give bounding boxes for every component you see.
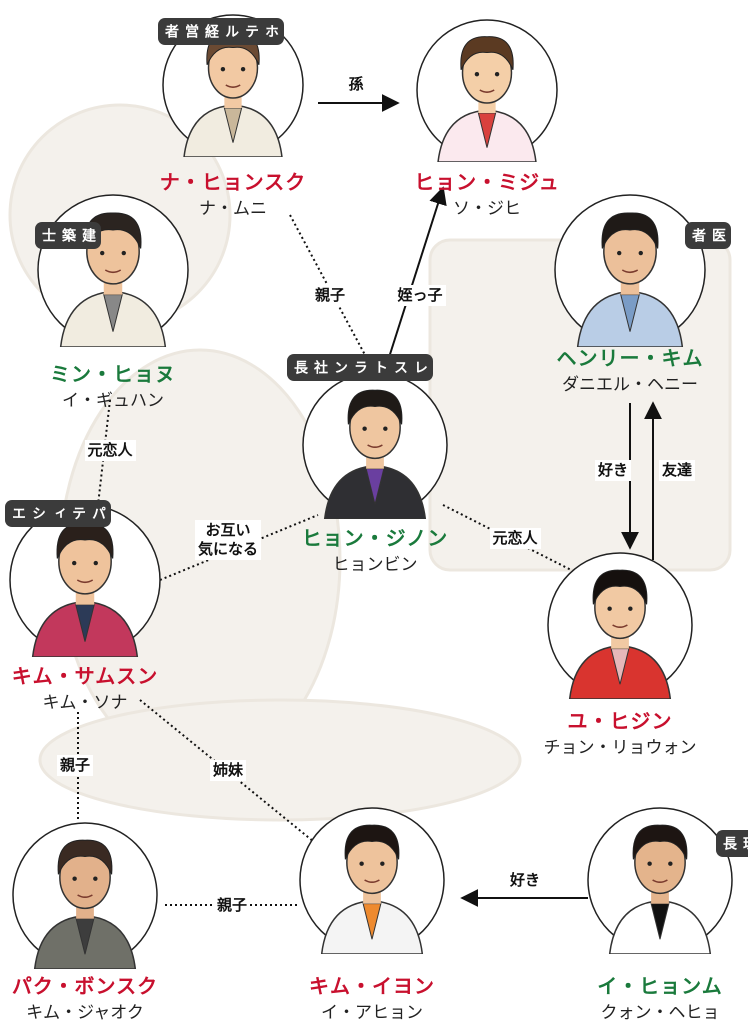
actor-name: キム・ジャオク [26,1003,144,1023]
relation-label: 好き [507,869,544,891]
relation-label: 姉妹 [210,759,247,781]
relation-label: 姪っ子 [394,284,446,306]
actor-name: クォン・ヘヒョ [600,1003,720,1023]
actor-name: ヒョンビン [332,555,418,575]
role-badge: 医者 [685,222,731,249]
relation-label: 親子 [214,894,251,916]
portrait-mij [415,18,559,162]
character-name: キム・イヨン [309,974,435,998]
relation-line-jinon-yu [442,504,586,578]
portrait-min [36,193,190,347]
portrait-jinon [301,371,449,519]
character-name: ユ・ヒジン [567,709,673,733]
relation-label: 元恋人 [84,439,136,461]
character-name: ヘンリー・キム [556,346,704,370]
actor-name: キム・ソナ [42,693,128,713]
portrait-iyon [298,806,446,954]
relation-label: 好き [595,459,632,481]
portrait-henry [553,193,707,347]
role-badge: ホテル経営者 [158,18,284,45]
role-badge: 建築士 [35,222,101,249]
character-name: ヒョン・ジノン [301,526,449,550]
relation-label: 友達 [659,459,696,481]
actor-name: ソ・ジヒ [453,199,521,219]
portrait-na [161,13,305,157]
portrait-lee [586,806,734,954]
actor-name: イ・アヒョン [321,1003,423,1023]
actor-name: ダニエル・ヘニー [562,375,698,395]
relation-label: 親子 [57,754,94,776]
actor-name: チョン・リョウォン [543,738,697,758]
relation-label: 元恋人 [489,527,541,549]
portrait-park [11,821,159,969]
character-name: キム・サムスン [11,664,159,688]
relation-line-jinon-mij [384,186,447,371]
relation-label: 親子 [312,284,349,306]
character-name: パク・ボンスク [11,974,159,998]
role-badge: 料理長 [716,830,748,857]
relation-label: 孫 [345,73,367,95]
relation-label: お互い 気になる [195,520,262,560]
portrait-sam [8,503,162,657]
character-name: イ・ヒョンム [597,974,723,998]
character-name: ヒョン・ミジュ [414,170,560,194]
role-badge: レストラン社長 [287,354,433,381]
actor-name: イ・ギュハン [62,391,164,411]
portrait-yu [546,551,694,699]
actor-name: ナ・ムニ [199,199,267,219]
relation-line-sam-iyon [139,699,331,856]
character-name: ミン・ヒョヌ [50,362,176,386]
role-badge: パティシエ [5,500,111,527]
character-name: ナ・ヒョンスク [159,170,307,194]
